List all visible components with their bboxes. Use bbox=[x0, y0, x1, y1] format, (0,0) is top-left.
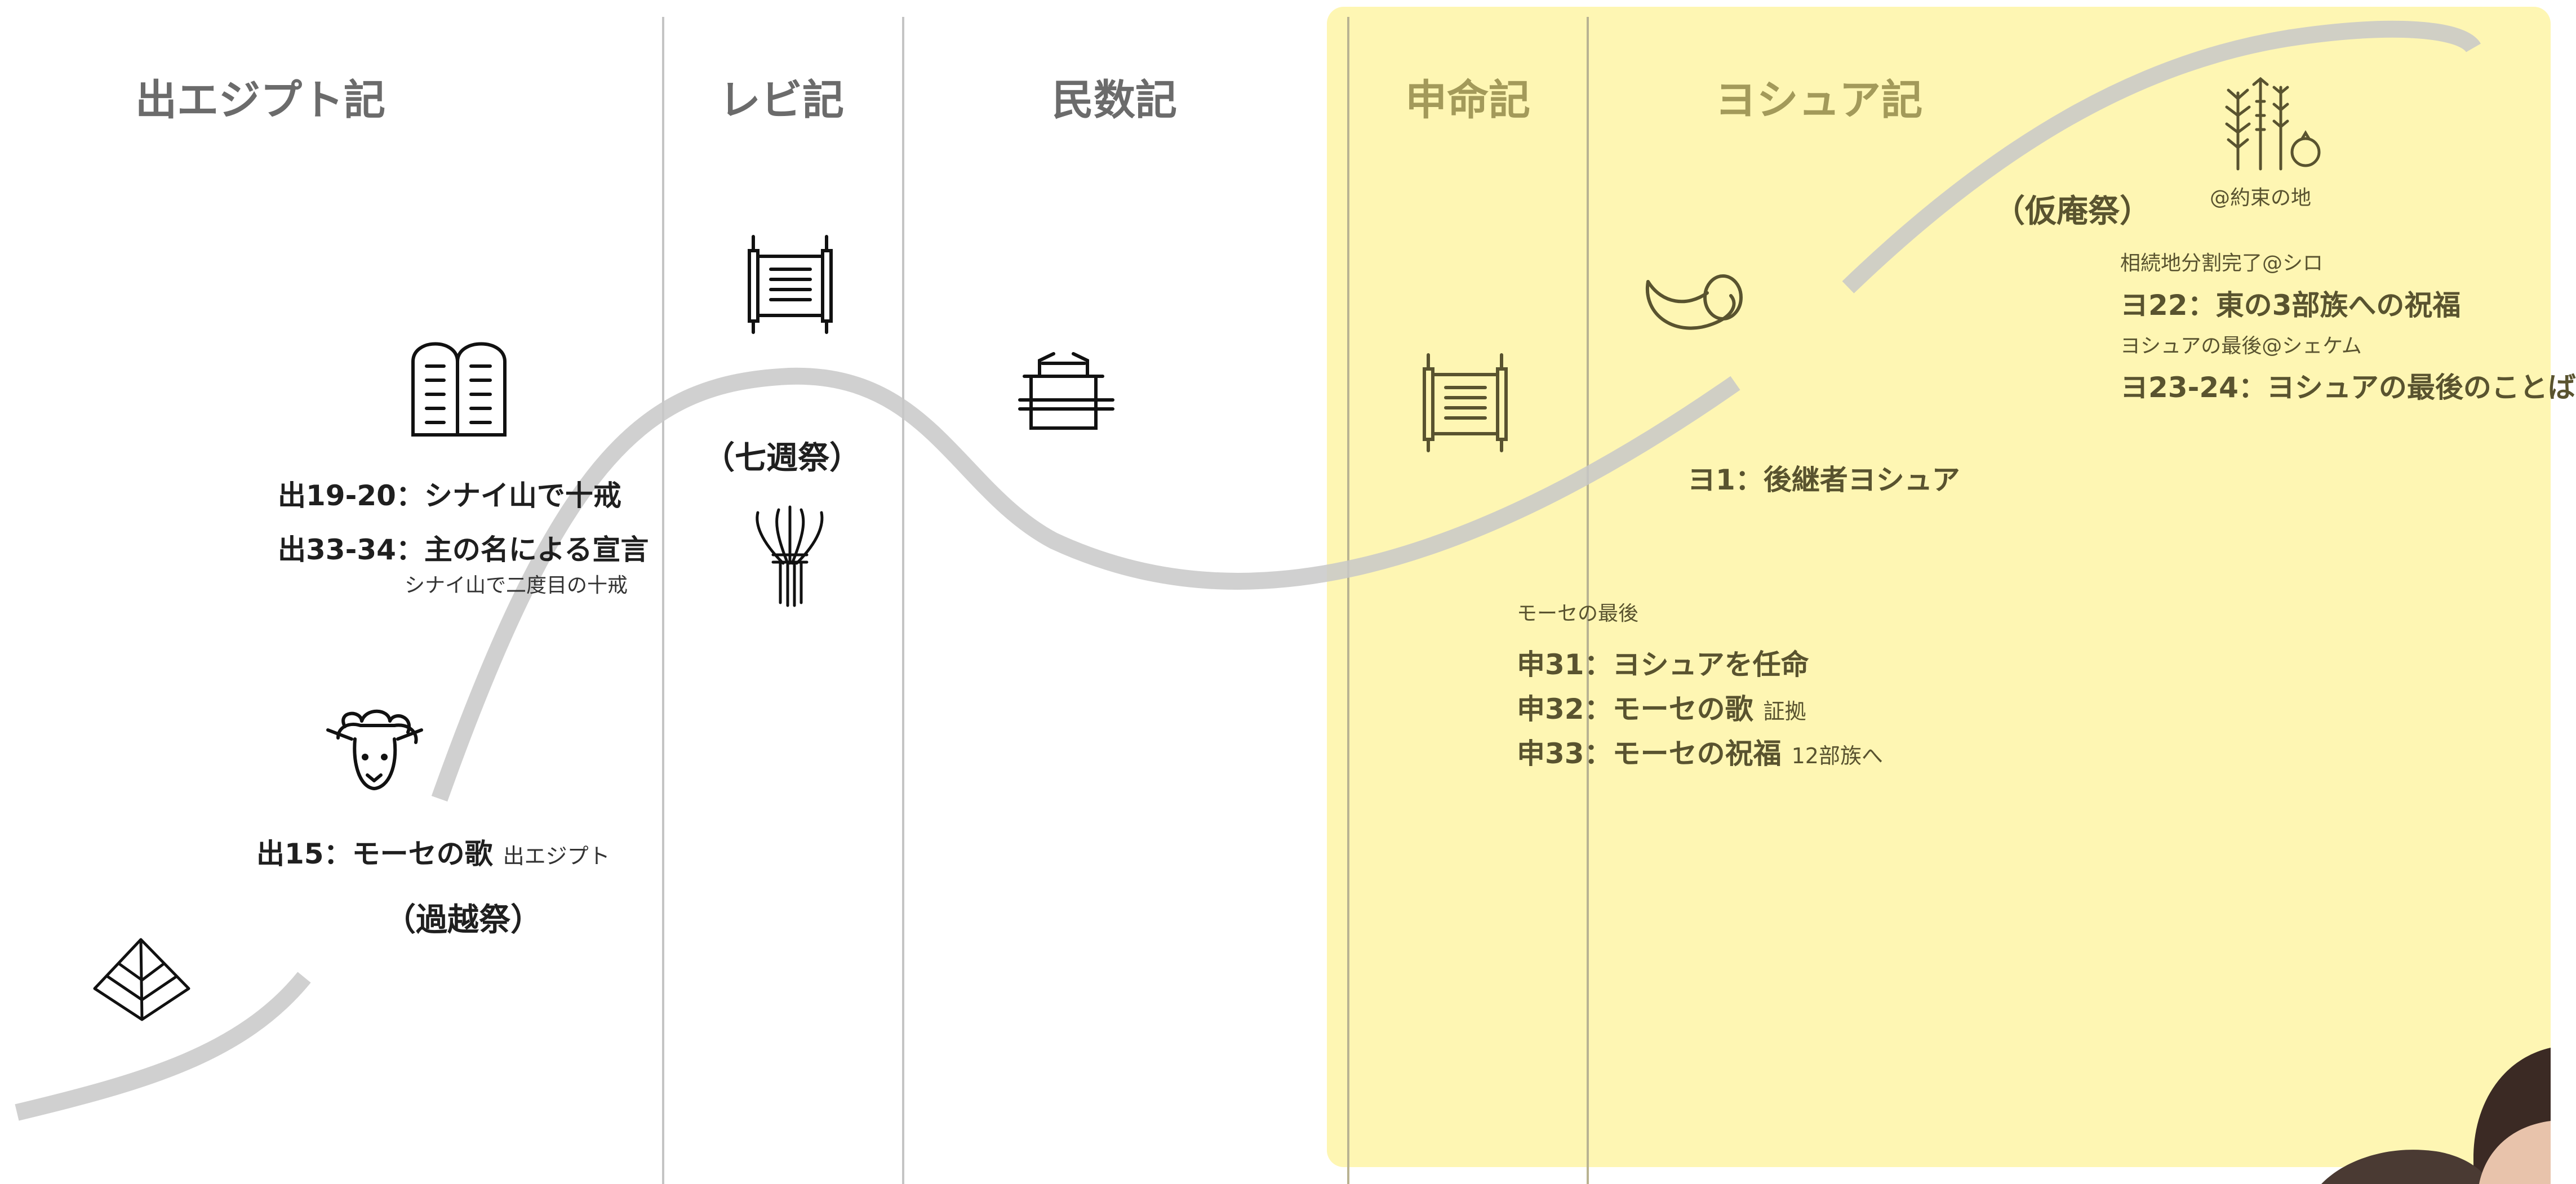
wheat-sheaf-icon bbox=[756, 505, 824, 607]
person-photo bbox=[2321, 1048, 2551, 1184]
journey-curve bbox=[1842, 20, 2481, 293]
scroll-icon bbox=[1423, 353, 1508, 452]
ark-icon bbox=[1018, 352, 1114, 430]
exodus-ref-33-34-note: シナイ山で二度目の十戒 bbox=[405, 574, 628, 597]
column-title-leviticus: レビ記 bbox=[719, 76, 844, 124]
joshua-ref-22: ヨ22：東の3部族への祝福 bbox=[2120, 289, 2461, 322]
deut-ref-33-note: 12部族へ bbox=[1791, 744, 1883, 768]
joshua-end: ヨシュアの最後@シェケム bbox=[2120, 335, 2362, 358]
exodus-ref-33-34: 出33-34：主の名による宣言 bbox=[278, 533, 649, 566]
joshua-promised-land: @約束の地 bbox=[2210, 186, 2312, 210]
festival-booths: （仮庵祭） bbox=[1993, 193, 2151, 230]
deut-ref-32-note: 証拠 bbox=[1763, 699, 1806, 724]
column-title-joshua: ヨシュア記 bbox=[1715, 76, 1923, 124]
deut-ref-32: 申32：モーセの歌証拠 bbox=[1517, 687, 1806, 727]
column-title-exodus: 出エジプト記 bbox=[135, 76, 385, 124]
joshua-ref-23-24: ヨ23-24：ヨシュアの最後のことば bbox=[2120, 371, 2576, 404]
journey-curve bbox=[431, 367, 1740, 802]
deut-ref-32-label: 申32：モーセの歌 bbox=[1517, 693, 1753, 725]
deut-ref-33: 申33：モーセの祝福 12部族へ bbox=[1517, 731, 1883, 772]
lamb-icon bbox=[326, 709, 423, 790]
exodus-ref-15-label: 出15：モーセの歌 bbox=[256, 838, 493, 870]
exodus-ref-19-20: 出19-20：シナイ山で十戒 bbox=[278, 479, 621, 512]
deut-moses-end: モーセの最後 bbox=[1517, 602, 1639, 625]
highlight-region bbox=[1327, 7, 2551, 1167]
shofar-icon bbox=[1645, 274, 1743, 330]
column-title-deuteronomy: 申命記 bbox=[1405, 76, 1530, 124]
exodus-ref-15-note: 出エジプト bbox=[503, 844, 610, 869]
tablets-icon bbox=[411, 342, 507, 437]
scroll-icon bbox=[748, 235, 833, 334]
harvest-icon bbox=[2225, 77, 2321, 171]
pyramid-icon bbox=[93, 938, 190, 1021]
deut-ref-31: 申31：ヨシュアを任命 bbox=[1517, 648, 1809, 681]
column-title-numbers: 民数記 bbox=[1052, 76, 1177, 124]
festival-weeks: （七週祭） bbox=[703, 440, 861, 477]
deut-ref-33-label: 申33：モーセの祝福 bbox=[1517, 737, 1782, 770]
joshua-inheritance: 相続地分割完了@シロ bbox=[2120, 252, 2324, 275]
joshua-ref-1: ヨ1：後継者ヨシュア bbox=[1687, 464, 1960, 496]
journey-curve bbox=[15, 972, 311, 1121]
festival-passover: （過越祭） bbox=[384, 902, 542, 938]
exodus-ref-15: 出15：モーセの歌出エジプト bbox=[256, 831, 610, 872]
